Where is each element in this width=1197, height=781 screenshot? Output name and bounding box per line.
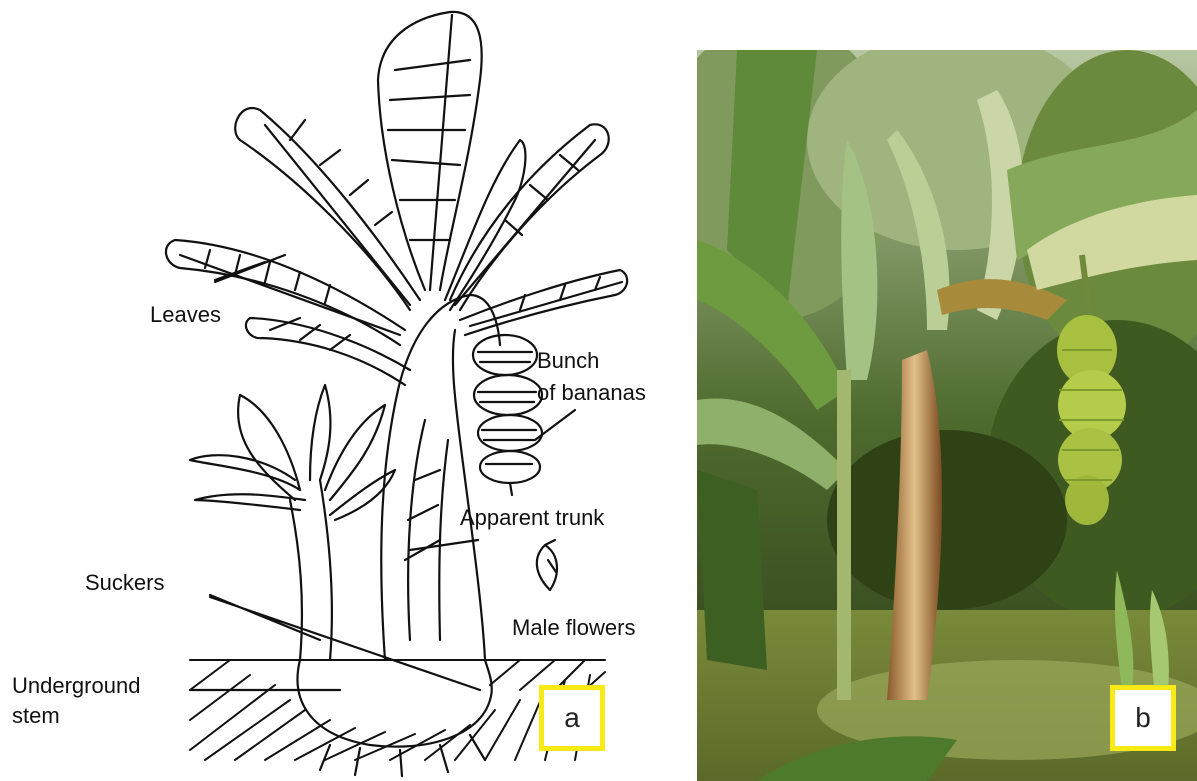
label-leaves: Leaves: [150, 302, 221, 327]
label-bunch-line1: Bunch: [537, 348, 599, 373]
leader-bunch: [535, 410, 575, 440]
banana-plant-photo: [697, 50, 1197, 781]
corm: [298, 660, 492, 747]
label-underground-line2: stem: [12, 703, 60, 728]
panel-b-photo: b: [697, 50, 1197, 781]
apparent-trunk-outline: [381, 295, 470, 660]
male-flower-drawing: [537, 540, 557, 590]
leader-leaves: [215, 255, 285, 282]
label-underground-line1: Underground: [12, 673, 140, 698]
label-bunch-line2: of bananas: [537, 380, 646, 405]
label-male-flowers: Male flowers: [512, 615, 635, 640]
label-apparent-trunk: Apparent trunk: [460, 505, 604, 530]
leader-trunk: [410, 540, 478, 550]
panel-tag-a: a: [539, 685, 605, 751]
banana-bunch-drawing: [473, 335, 542, 495]
panel-a-diagram: Leaves Bunch of bananas Apparent trunk M…: [0, 0, 690, 781]
label-suckers: Suckers: [85, 570, 164, 595]
panel-tag-b: b: [1110, 685, 1176, 751]
